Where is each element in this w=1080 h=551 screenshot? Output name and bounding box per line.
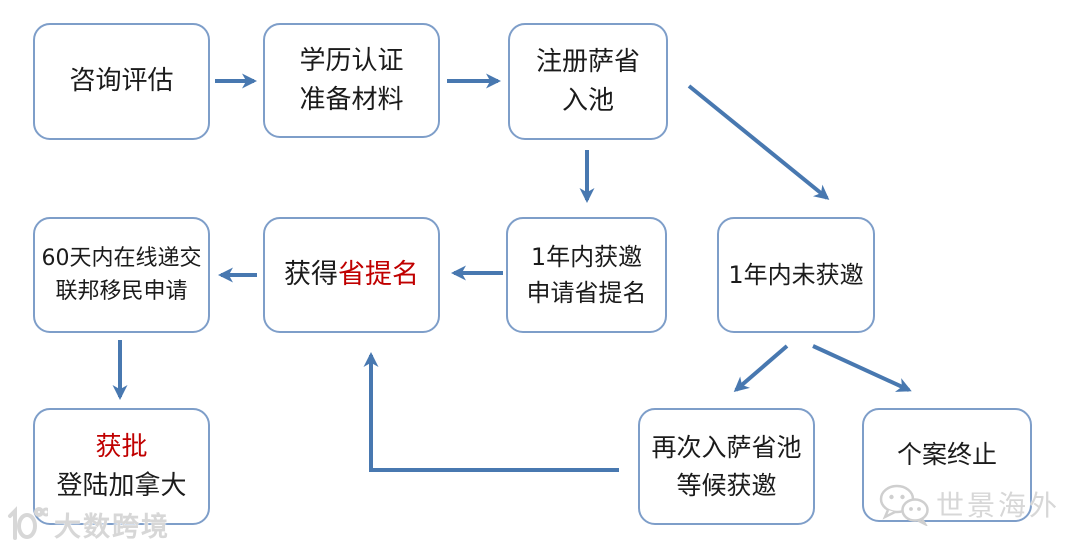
node-label-line1: 注册萨省 [535,46,640,77]
node-label-line2: 入池 [561,85,614,116]
node-label: 1年内未获邀 [728,261,864,289]
node-label-prefix: 获得 [284,258,338,290]
arrow-reenter-to-nomination [363,352,619,472]
node-label-line2: 等候获邀 [676,470,777,500]
node-label: 获得 省提名 [284,255,419,296]
node-label: 咨询评估 [69,66,174,96]
node-label-highlight: 获批 [95,431,148,462]
node-submit-federal-application: 60天内在线递交 联邦移民申请 [33,217,210,333]
node-label-line2: 准备材料 [299,84,404,115]
node-register-pool: 注册萨省 入池 [508,23,668,140]
node-label: 个案终止 [896,440,997,469]
node-case-terminated: 个案终止 [862,408,1032,522]
node-label-highlight: 省提名 [338,258,419,290]
arrow-not-invited-to-terminated [812,344,912,392]
node-reenter-pool: 再次入萨省池 等候获邀 [638,408,815,525]
arrow-register-to-not-invited [687,84,830,200]
node-consult-assessment: 咨询评估 [33,23,210,140]
node-label-line2: 联邦移民申请 [55,279,188,304]
node-invited-within-year: 1年内获邀 申请省提名 [506,217,667,333]
node-label-line1: 60天内在线递交 [41,246,202,271]
node-not-invited-within-year: 1年内未获邀 [717,217,875,333]
node-label-line1: 再次入萨省池 [651,433,802,462]
node-credential-evaluation: 学历认证 准备材料 [263,23,440,138]
node-label-line2: 登陆加拿大 [56,470,187,501]
node-approved-land-canada: 获批 登陆加拿大 [33,408,210,525]
node-provincial-nomination: 获得 省提名 [263,217,440,333]
node-label-line2: 申请省提名 [526,279,647,307]
node-label-line1: 学历认证 [299,45,404,76]
arrow-not-invited-to-reenter [733,344,789,392]
node-label-line1: 1年内获邀 [530,243,643,271]
